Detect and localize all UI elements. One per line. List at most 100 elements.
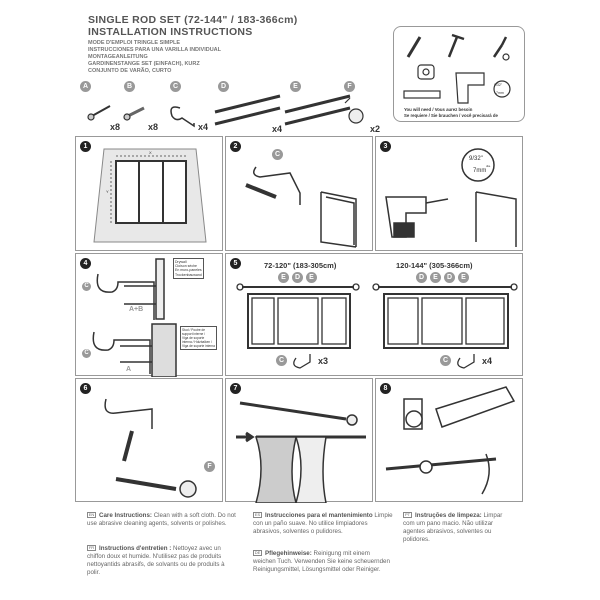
document-title: SINGLE ROD SET (72-144" / 183-366cm) [88,14,298,26]
care-title: Instruções de limpeza: [415,512,482,519]
drill-illustration [385,148,517,247]
part-badge: E [430,272,441,283]
rod-range-short: 72-120" (183-305cm) [264,261,337,270]
step-number: 8 [380,383,391,394]
part-qty: x4 [198,122,209,132]
part-qty: x8 [148,122,159,132]
part-badge: D [444,272,455,283]
bracket-qty: x3 [318,356,329,366]
care-text: Limpar com um pano macio. Não utilizar a… [403,512,503,543]
flag-icon: FR [87,545,96,552]
label-line: En muro-paneles [175,268,202,273]
dimension-y: Y [106,189,109,194]
part-badge-c: C [170,81,181,92]
step-3-panel: 3 9/32" dia. 7mm [375,136,523,251]
translation: CONJUNTO DE VARÃO, CURTO [88,68,172,74]
step-number: 3 [380,141,391,152]
part-badge-c: C [440,355,451,366]
anchor-combo: A+B [129,306,144,313]
tools-box: 9/32" 7mm You will need / Vous aurez bes… [393,26,525,122]
part-badge-c: C [276,355,287,366]
part-qty: x4 [272,124,283,134]
part-badge-f: F [204,461,215,472]
step-number: 2 [230,141,241,152]
care-title: Instructions d'entretien : [99,545,172,552]
translation: MODE D'EMPLOI TRINGLE SIMPLE [88,40,181,46]
stud-label: Stud / Poutre de support interne / Viga … [180,326,217,350]
part-badge-c: C [82,282,91,291]
care-title: Care Instructions: [99,512,152,519]
screw-only: A [126,366,132,373]
part-badge: E [278,272,289,283]
step-8-panel: 8 [375,378,523,502]
label-line: Cloison sèche [175,264,197,269]
part-badge-c: C [272,149,283,160]
label-line: Trockenbauwand [175,272,202,277]
flag-icon: PT [403,512,412,519]
part-badge: E [306,272,317,283]
document-subtitle: INSTALLATION INSTRUCTIONS [88,26,253,38]
part-badge-d: D [218,81,229,92]
bracket-screw-finial-illustration [104,398,197,498]
flag-icon: ES [253,512,262,519]
step-number: 5 [230,258,241,269]
drill-bit-mm: 7mm [473,168,487,174]
step-4-panel: 4 C A+B C A Drywall Cloison sèche En mur… [75,253,223,377]
label-line: Viga de suporte interna [182,344,215,348]
rod-combo-short: E D E [278,272,317,283]
step-2-panel: 2 C [225,136,373,251]
care-text: Reinigung mit einem weichen Tuch. Verwen… [253,550,390,573]
mounting-illustration [92,258,177,377]
tools-illustration [403,33,511,104]
bracket-qty: x4 [482,356,493,366]
part-qty: x2 [370,124,381,134]
care-text: Clean with a soft cloth. Do not use abra… [87,512,236,527]
care-text: Limpie con un paño suave. No utilice lim… [253,512,393,535]
label-line: Drywall [175,260,187,264]
tools-caption: Se requiere / Sie brauchen / você precis… [404,113,498,118]
drill-bit-mm: 7mm [496,91,504,95]
flag-icon: EN [87,512,96,519]
step-number: 1 [80,141,91,152]
rod-in-bracket-illustration [385,386,516,495]
tools-caption: You will need / Vous aurez besoin [404,107,473,112]
step-5-panel: 5 72-120" (183-305cm) 120-144" (305-366c… [225,253,523,376]
part-qty: x8 [110,122,121,132]
bracket-mark-illustration [245,166,357,248]
care-title: Pflegehinweise: [265,550,312,557]
header: SINGLE ROD SET (72-144" / 183-366cm) INS… [88,14,298,75]
label-line: Viga de soporte [182,336,205,340]
flag-icon: DE [253,550,262,557]
care-text: Nettoyez avec un chiffon doux et humide.… [87,545,225,576]
parts-list: A x8 B x8 C x4 D E x4 F x2 [80,78,380,138]
part-badge-b: B [124,81,135,92]
step-number: 4 [80,258,91,269]
part-badge: D [292,272,303,283]
label-line: Stud / Poutre de [182,328,206,332]
label-line: support interne / [182,332,206,336]
curtain-on-rod-illustration [236,401,366,503]
window-measure-illustration [93,148,207,243]
part-badge-a: A [80,81,91,92]
drywall-label: Drywall Cloison sèche En muro-paneles Tr… [173,258,204,279]
part-badge-f: F [344,81,355,92]
label-line: interna / Holzbalken / [182,340,212,344]
step-6-panel: 6 F [75,378,223,502]
part-badge-c: C [82,349,91,358]
drill-bit-size: 9/32" [469,156,483,162]
step-number: 7 [230,383,241,394]
step-1-panel: 1 X Y [75,136,223,251]
step-number: 6 [80,383,91,394]
rod-combo-long: D E D E [416,272,469,283]
dimension-x: X [149,150,152,155]
care-title: Instrucciones para el mantenimiento [265,512,373,519]
part-badge: D [416,272,427,283]
drill-bit-size: 9/32" [494,83,503,87]
translation: INSTRUCCIONES PARA UNA VARILLA INDIVIDUA… [88,47,222,53]
rod-range-long: 120-144" (305-366cm) [396,261,473,270]
part-badge-e: E [290,81,301,92]
